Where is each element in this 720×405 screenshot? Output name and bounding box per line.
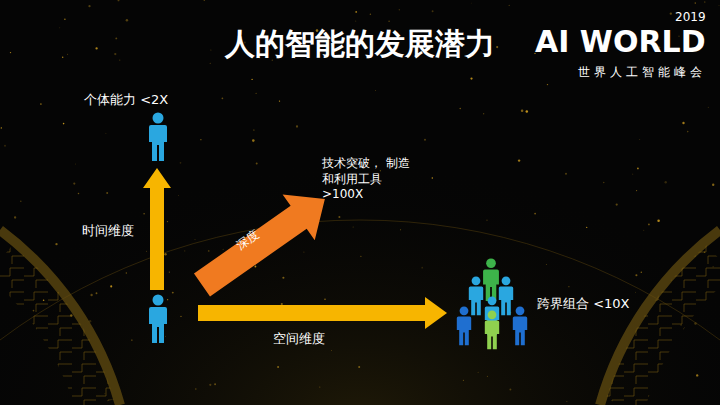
logo-year: 2019 — [675, 10, 706, 24]
person-icon — [149, 295, 167, 344]
logo-subtitle: 世界人工智能峰会 — [578, 64, 706, 81]
logo-wordmark: AI WORLD — [535, 24, 706, 59]
time-arrow — [143, 168, 171, 290]
axis-label: 时间维度 — [82, 222, 134, 240]
space-arrow — [198, 297, 447, 329]
title: 人的智能的发展潜力 — [225, 24, 495, 65]
node-text: 技术突破， 制造和利用工具 >100X — [322, 156, 414, 203]
group-icon — [457, 258, 527, 349]
person-icon — [149, 113, 167, 162]
depth-arrow — [186, 176, 341, 308]
node-text: 跨界组合 <10X — [537, 296, 629, 313]
breakthrough-text: 技术突破， 制造和利用工具 >100X — [322, 156, 414, 203]
axis-label: 空间维度 — [273, 330, 325, 348]
ability-text: 个体能力 <2X — [84, 92, 168, 109]
node-text: 个体能力 <2X — [84, 92, 168, 109]
crossover-text: 跨界组合 <10X — [537, 296, 629, 313]
